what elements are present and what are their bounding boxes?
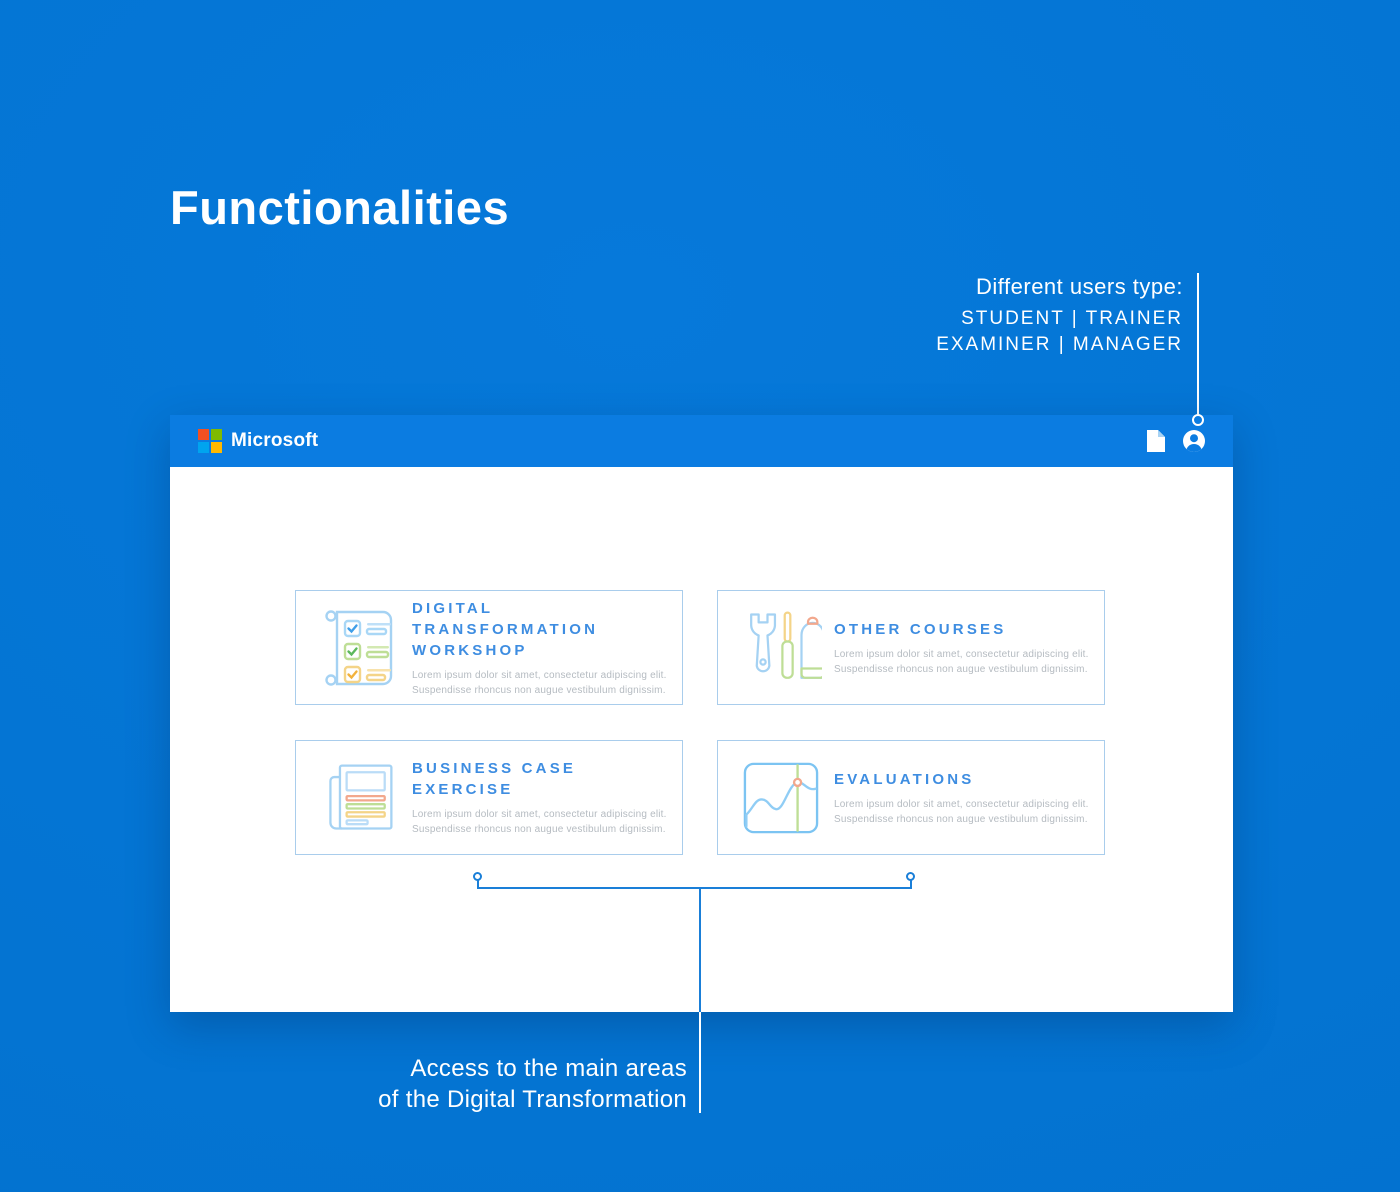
users-annotation-roles-2: EXAMINER | MANAGER xyxy=(936,334,1183,355)
logo-square-red xyxy=(198,429,209,440)
card-desc-line1: Lorem ipsum dolor sit amet, consectetur … xyxy=(412,809,667,820)
business-document-icon xyxy=(318,756,400,840)
bracket-vertical-line-white xyxy=(699,1012,701,1113)
account-icon[interactable] xyxy=(1181,428,1207,454)
card-title: EVALUATIONS xyxy=(834,770,975,788)
card-desc-line2: Suspendisse rhoncus non augue vestibulum… xyxy=(412,824,666,835)
tools-icon xyxy=(740,605,822,691)
access-annotation: Access to the main areas of the Digital … xyxy=(378,1053,687,1115)
users-annotation-heading: Different users type: xyxy=(976,274,1183,299)
bracket-ring-left xyxy=(473,872,482,881)
users-connector-line xyxy=(1197,273,1199,414)
users-annotation: Different users type: STUDENT | TRAINER … xyxy=(936,274,1183,358)
app-header: Microsoft xyxy=(170,415,1233,467)
bracket-horizontal-line xyxy=(477,887,912,889)
card-desc-line1: Lorem ipsum dolor sit amet, consectetur … xyxy=(834,798,1089,810)
card-digital-transformation-workshop[interactable]: DIGITAL TRANSFORMATION WORKSHOP Lorem ip… xyxy=(295,590,683,705)
bracket-ring-right xyxy=(906,872,915,881)
bracket-stub-left xyxy=(477,880,479,888)
card-business-case-exercise[interactable]: BUSINESS CASE EXERCISE Lorem ipsum dolor… xyxy=(295,740,683,855)
card-desc-line1: Lorem ipsum dolor sit amet, consectetur … xyxy=(834,648,1089,660)
access-annotation-line1: Access to the main areas xyxy=(410,1055,687,1082)
card-desc-line2: Suspendisse rhoncus non augue vestibulum… xyxy=(412,684,666,696)
users-connector-ring xyxy=(1192,414,1204,426)
brand-name: Microsoft xyxy=(231,430,319,451)
app-window: Microsoft xyxy=(170,415,1233,1012)
card-desc-line2: Suspendisse rhoncus non augue vestibulum… xyxy=(834,663,1088,675)
card-desc-line1: Lorem ipsum dolor sit amet, consectetur … xyxy=(412,669,667,681)
checklist-scroll-icon xyxy=(318,605,400,691)
card-evaluations[interactable]: EVALUATIONS Lorem ipsum dolor sit amet, … xyxy=(717,740,1105,855)
logo-square-yellow xyxy=(211,442,222,453)
microsoft-logo: Microsoft xyxy=(198,429,318,453)
chart-icon xyxy=(740,760,822,836)
microsoft-logo-squares xyxy=(198,429,222,453)
logo-square-blue xyxy=(198,442,209,453)
users-annotation-roles-1: STUDENT | TRAINER xyxy=(961,308,1183,329)
bracket-vertical-line-blue xyxy=(699,887,701,1012)
page-title: Functionalities xyxy=(170,181,510,234)
card-title: OTHER COURSES xyxy=(834,620,1007,638)
card-title: BUSINESS CASE EXERCISE xyxy=(412,760,577,798)
bracket-stub-right xyxy=(910,880,912,888)
card-title: DIGITAL TRANSFORMATION WORKSHOP xyxy=(412,599,599,659)
card-desc-line2: Suspendisse rhoncus non augue vestibulum… xyxy=(834,813,1088,825)
access-annotation-line2: of the Digital Transformation xyxy=(378,1086,687,1113)
logo-square-green xyxy=(211,429,222,440)
document-icon[interactable] xyxy=(1146,429,1166,453)
card-other-courses[interactable]: OTHER COURSES Lorem ipsum dolor sit amet… xyxy=(717,590,1105,705)
